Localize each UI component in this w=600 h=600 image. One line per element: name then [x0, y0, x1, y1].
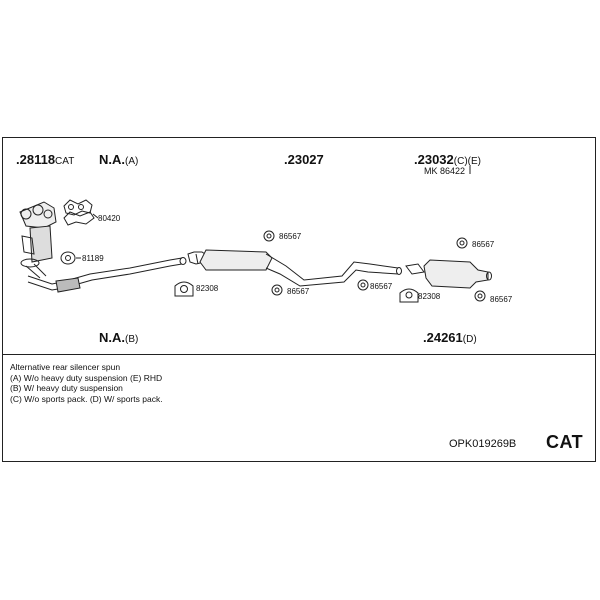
notes-divider	[2, 354, 596, 355]
part-number-86567: 86567	[490, 295, 513, 304]
part-number-82308: 82308	[418, 292, 441, 301]
part-number-81189: 81189	[82, 254, 104, 263]
cat-part-label: .28118CAT	[16, 152, 75, 167]
part-number-86567: 86567	[287, 287, 310, 296]
clamp-icon	[174, 281, 194, 297]
rubber-mount-icon	[456, 237, 486, 302]
flange-gasket-icon	[60, 251, 81, 265]
clamp-icon	[399, 288, 419, 303]
na-a-label: N.A.(A)	[99, 152, 139, 167]
catalytic-converter-icon	[19, 201, 57, 279]
footnotes: Alternative rear silencer spun (A) W/o h…	[10, 362, 163, 404]
part-number-82308: 82308	[196, 284, 219, 293]
footnote-line: (B) W/ heavy duty suspension	[10, 383, 123, 393]
footnote-line: (A) W/o heavy duty suspension (E) RHD	[10, 372, 163, 383]
part-number-86567: 86567	[279, 232, 302, 241]
kit-code: OPK019269B	[449, 438, 517, 450]
rubber-mount-icon	[263, 230, 369, 296]
rear-silencer-label: .23032(C)(E)	[414, 152, 481, 167]
part-number-86567: 86567	[472, 240, 495, 249]
manifold-gasket-icon	[63, 199, 99, 226]
front-pipe-icon	[27, 257, 187, 293]
alt-rear-silencer-label: .24261(D)	[423, 330, 477, 345]
footnote-line: (C) W/o sports pack. (D) W/ sports pack.	[10, 393, 163, 404]
mid-silencer-label: .23027	[284, 152, 324, 167]
part-number-86567: 86567	[370, 282, 393, 291]
rear-silencer-icon	[405, 259, 492, 289]
part-number-80420: 80420	[98, 214, 121, 223]
kit-type: CAT	[546, 432, 584, 452]
mk-label: MK 86422	[424, 166, 466, 176]
diagram-frame	[2, 137, 596, 462]
middle-silencer-icon	[187, 249, 402, 287]
na-b-label: N.A.(B)	[99, 330, 139, 345]
footnote-line: Alternative rear silencer spun	[10, 362, 121, 372]
